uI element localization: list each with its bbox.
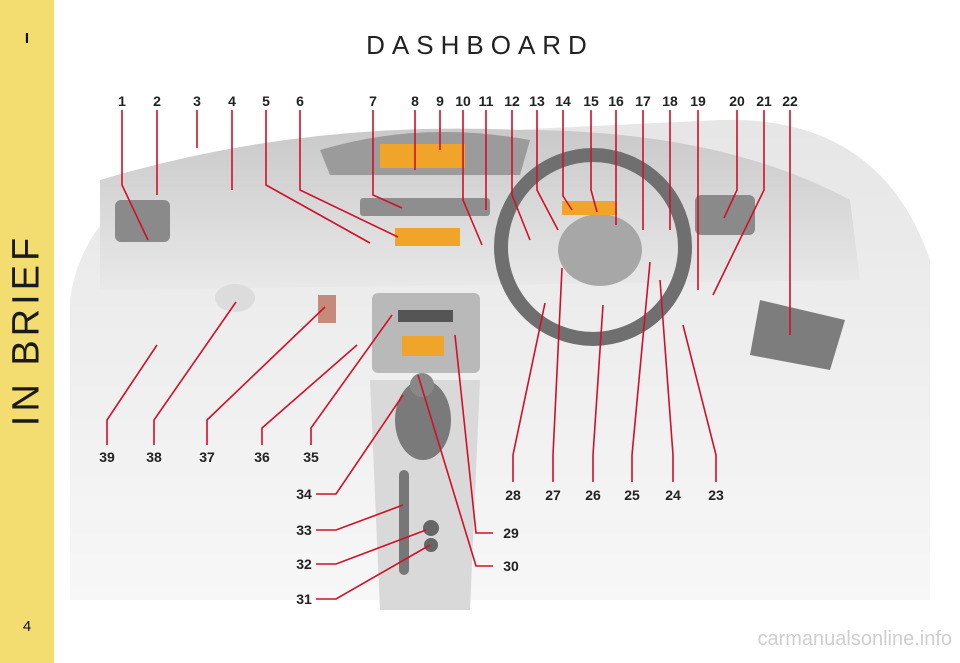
console-switch-lower xyxy=(424,538,438,552)
callout-34: 34 xyxy=(296,486,312,502)
multifunction-display xyxy=(380,144,465,168)
callout-29: 29 xyxy=(503,525,519,541)
glovebox-handle xyxy=(215,284,255,312)
callout-12: 12 xyxy=(504,93,520,109)
callout-11: 11 xyxy=(479,93,494,109)
callout-7: 7 xyxy=(369,93,377,109)
gear-knob xyxy=(410,373,434,397)
callout-30: 30 xyxy=(503,558,519,574)
climate-display xyxy=(402,336,444,356)
callout-20: 20 xyxy=(729,93,745,109)
section-mark: I xyxy=(24,30,30,47)
fusebox-cover xyxy=(318,295,336,323)
callout-31: 31 xyxy=(296,591,312,607)
callout-26: 26 xyxy=(585,487,601,503)
callout-1: 1 xyxy=(118,93,126,109)
callout-6: 6 xyxy=(296,93,304,109)
handbrake-lever xyxy=(399,470,409,575)
callout-37: 37 xyxy=(199,449,215,465)
callout-17: 17 xyxy=(635,93,651,109)
callout-21: 21 xyxy=(756,93,772,109)
callout-9: 9 xyxy=(436,93,444,109)
left-side-vent xyxy=(115,200,170,242)
callout-33: 33 xyxy=(296,522,312,538)
callout-23: 23 xyxy=(708,487,724,503)
page-number: 4 xyxy=(22,618,32,635)
callout-3: 3 xyxy=(193,93,201,109)
callout-18: 18 xyxy=(662,93,678,109)
watermark: carmanualsonline.info xyxy=(757,628,952,650)
callout-16: 16 xyxy=(608,93,624,109)
callout-leader-lines xyxy=(106,110,791,600)
callout-39: 39 xyxy=(99,449,115,465)
audio-unit xyxy=(398,310,453,322)
door-switch-panel xyxy=(750,300,845,370)
callout-5: 5 xyxy=(262,93,270,109)
central-air-vents xyxy=(360,198,490,216)
callout-13: 13 xyxy=(529,93,545,109)
steering-hub xyxy=(558,214,642,286)
console-switch-upper xyxy=(423,520,439,536)
instrument-display xyxy=(562,201,617,215)
centre-tunnel xyxy=(370,380,480,610)
centre-screen xyxy=(395,228,460,246)
console-panel xyxy=(372,293,480,373)
callout-32: 32 xyxy=(296,556,312,572)
callout-38: 38 xyxy=(146,449,162,465)
callout-2: 2 xyxy=(153,93,161,109)
callout-15: 15 xyxy=(583,93,599,109)
steering-wheel xyxy=(494,148,692,346)
callout-4: 4 xyxy=(228,93,236,109)
callout-22: 22 xyxy=(782,93,798,109)
callout-8: 8 xyxy=(411,93,419,109)
callout-10: 10 xyxy=(455,93,471,109)
page-title: DASHBOARD xyxy=(366,30,594,60)
callout-numbers: 1 2 3 4 5 6 7 8 9 10 11 12 13 14 15 16 1… xyxy=(99,93,798,607)
callout-28: 28 xyxy=(505,487,521,503)
callout-19: 19 xyxy=(690,93,706,109)
callout-27: 27 xyxy=(545,487,561,503)
callout-24: 24 xyxy=(665,487,681,503)
callout-25: 25 xyxy=(624,487,640,503)
callout-14: 14 xyxy=(555,93,571,109)
sidebar-band: I IN BRIEF 4 xyxy=(0,0,54,663)
callout-36: 36 xyxy=(254,449,270,465)
callout-35: 35 xyxy=(303,449,319,465)
